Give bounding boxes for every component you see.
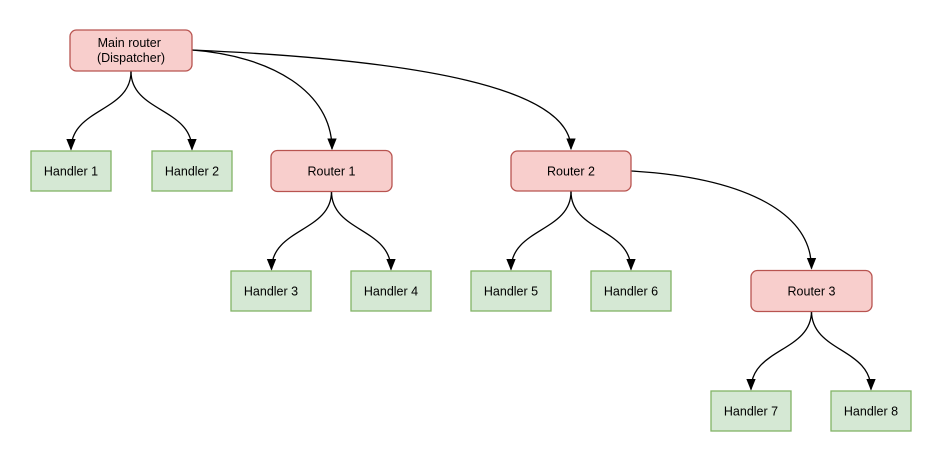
node-handler-7: Handler 7 bbox=[710, 390, 792, 432]
svg-text:Main router (Dispatc: Main router (Dispatcher) bbox=[97, 36, 165, 65]
handler-7-label: Handler 7 bbox=[724, 405, 778, 419]
handler-3-label: Handler 3 bbox=[244, 285, 298, 299]
node-handler-6: Handler 6 bbox=[590, 270, 672, 312]
router-2-label: Router 2 bbox=[547, 165, 595, 179]
edge-router-2-to-handler-6 bbox=[570, 191, 636, 271]
node-handler-3: Handler 3 bbox=[230, 270, 312, 312]
edge-router-1-to-handler-4 bbox=[330, 191, 396, 271]
main-router-label-line-1: Main router bbox=[98, 36, 161, 50]
edge-main-router-to-router-1 bbox=[191, 49, 337, 151]
node-router-1: Router 1 bbox=[270, 149, 393, 193]
edge-router-3-to-handler-7 bbox=[746, 310, 813, 391]
edge-router-1-to-handler-3 bbox=[266, 191, 333, 271]
handler-6-label: Handler 6 bbox=[604, 285, 658, 299]
edge-router-2-to-router-3 bbox=[630, 170, 817, 270]
edge-main-router-to-handler-2 bbox=[130, 71, 197, 151]
node-handler-8: Handler 8 bbox=[830, 390, 912, 432]
router-3-label: Router 3 bbox=[788, 285, 836, 299]
edges-layer bbox=[66, 49, 876, 391]
node-main-router: Main router (Dispatcher) bbox=[69, 29, 193, 72]
node-router-2: Router 2 bbox=[510, 150, 632, 192]
router-1-label: Router 1 bbox=[308, 165, 356, 179]
edge-main-router-to-router-2 bbox=[191, 49, 576, 151]
edge-router-2-to-handler-5 bbox=[506, 191, 572, 271]
handler-2-label: Handler 2 bbox=[165, 165, 219, 179]
handler-4-label: Handler 4 bbox=[364, 285, 418, 299]
node-handler-4: Handler 4 bbox=[350, 270, 432, 312]
node-router-3: Router 3 bbox=[750, 269, 873, 313]
node-handler-5: Handler 5 bbox=[470, 270, 552, 312]
node-handler-1: Handler 1 bbox=[30, 150, 112, 192]
node-handler-2: Handler 2 bbox=[151, 150, 233, 192]
handler-5-label: Handler 5 bbox=[484, 285, 538, 299]
handler-8-label: Handler 8 bbox=[844, 405, 898, 419]
edge-main-router-to-handler-1 bbox=[66, 71, 132, 151]
nodes-layer: Main router (Dispatcher) Handler 1 Handl… bbox=[30, 29, 912, 432]
main-router-label-line-2: (Dispatcher) bbox=[97, 51, 165, 65]
handler-1-label: Handler 1 bbox=[44, 165, 98, 179]
edge-router-3-to-handler-8 bbox=[810, 310, 876, 391]
